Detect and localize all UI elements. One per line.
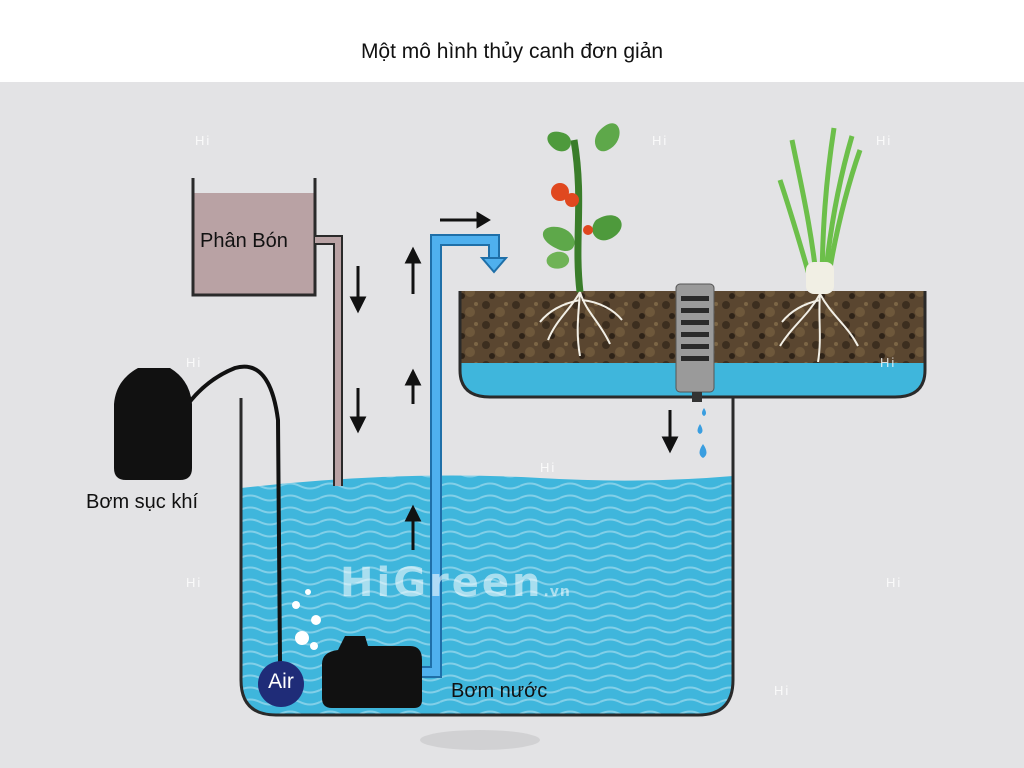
air-pump-icon [114, 368, 192, 480]
header-bar [0, 0, 1024, 82]
watermark-hi: Hi [886, 575, 903, 590]
watermark-hi: Hi [186, 575, 203, 590]
air-stone-icon [258, 661, 304, 707]
drain-nozzle [692, 392, 702, 402]
watermark-hi: Hi [195, 133, 212, 148]
watermark-hi: Hi [876, 133, 893, 148]
tomato-plant [539, 123, 623, 357]
water-drops [697, 408, 707, 458]
label-fertilizer: Phân Bón [200, 230, 288, 252]
watermark-hi: Hi [186, 355, 203, 370]
watermark-hi: Hi [652, 133, 669, 148]
pipe-outlet-arrow [479, 257, 509, 274]
diagram-title: Một mô hình thủy canh đơn giản [360, 40, 664, 63]
filter-slots [681, 296, 709, 361]
flow-arrows [349, 211, 679, 550]
air-bubbles [292, 589, 321, 650]
fertilizer-pipe [315, 235, 343, 486]
watermark-hi: Hi [774, 683, 791, 698]
reservoir-tank [239, 398, 735, 717]
label-water-pump: Bơm nước [451, 680, 548, 702]
scallion-plant [777, 127, 863, 363]
watermark-hi: Hi [540, 460, 557, 475]
tank-shadow [420, 730, 540, 750]
watermark-hi: Hi [880, 355, 897, 370]
brand-suffix: .vn [543, 584, 571, 600]
air-stone-label: Air [268, 670, 294, 693]
water-pump-icon [322, 636, 422, 708]
brand-watermark: HiGreen.vn [340, 560, 571, 606]
fertilizer-liquid [193, 193, 315, 295]
air-tube [183, 364, 282, 663]
label-air-pump: Bơm sục khí [86, 491, 199, 513]
brand-name: HiGreen [340, 560, 544, 606]
